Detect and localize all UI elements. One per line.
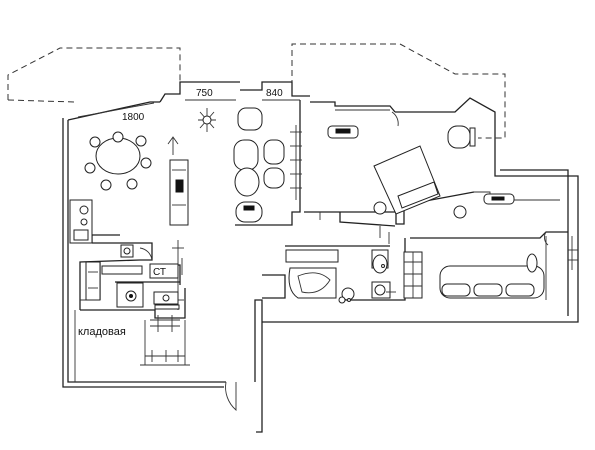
plant (198, 108, 216, 132)
living-room-furniture (233, 107, 285, 223)
dimension-labels: 1800 750 840 (122, 88, 283, 123)
outer-walls (62, 81, 579, 433)
interior-walls (74, 100, 568, 382)
dimension-1800: 1800 (122, 112, 145, 123)
direction-arrow (167, 136, 179, 155)
ct-box: СТ (149, 263, 179, 279)
storage-room-label: кладовая (78, 326, 126, 338)
kitchen-counter (69, 199, 134, 258)
bedroom-furniture (327, 125, 476, 219)
door-swings (139, 111, 549, 411)
balcony-outlines (7, 43, 506, 139)
dining-table (84, 131, 152, 191)
markers (347, 264, 385, 302)
ct-label: СТ (153, 267, 166, 278)
bedroom-wardrobe (474, 191, 560, 205)
bathroom-fixtures (285, 249, 423, 304)
small-bath-fixtures (85, 261, 180, 310)
dimension-840: 840 (266, 88, 283, 99)
island-counter (169, 159, 189, 226)
dimension-750: 750 (196, 88, 213, 99)
lounge-furniture (439, 236, 578, 300)
